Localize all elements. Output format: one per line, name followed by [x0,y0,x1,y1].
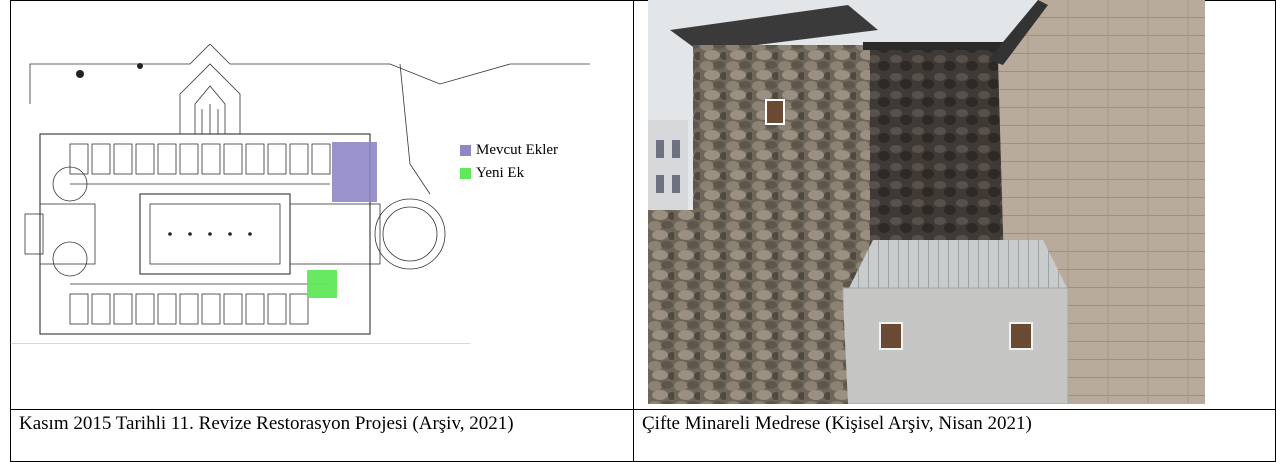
left-caption: Kasım 2015 Tarihli 11. Revize Restorasyo… [19,413,514,434]
legend-item-new: Yeni Ek [460,165,558,182]
restoration-plan-drawing [10,44,590,344]
figure-table: Kasım 2015 Tarihli 11. Revize Restorasyo… [10,0,1276,462]
legend-label: Yeni Ek [476,165,525,181]
new-addition-area [307,270,337,298]
legend-item-existing: Mevcut Ekler [460,142,558,159]
plan-legend: Mevcut Ekler Yeni Ek [460,142,558,188]
left-caption-cell: Kasım 2015 Tarihli 11. Revize Restorasyo… [10,409,634,462]
medrese-photo [648,0,1205,404]
existing-addition-area [332,142,377,202]
legend-swatch-green [460,168,471,179]
legend-label: Mevcut Ekler [476,142,559,158]
right-caption: Çifte Minareli Medrese (Kişisel Arşiv, N… [642,413,1032,434]
legend-swatch-purple [460,145,471,156]
right-caption-cell: Çifte Minareli Medrese (Kişisel Arşiv, N… [633,409,1276,462]
